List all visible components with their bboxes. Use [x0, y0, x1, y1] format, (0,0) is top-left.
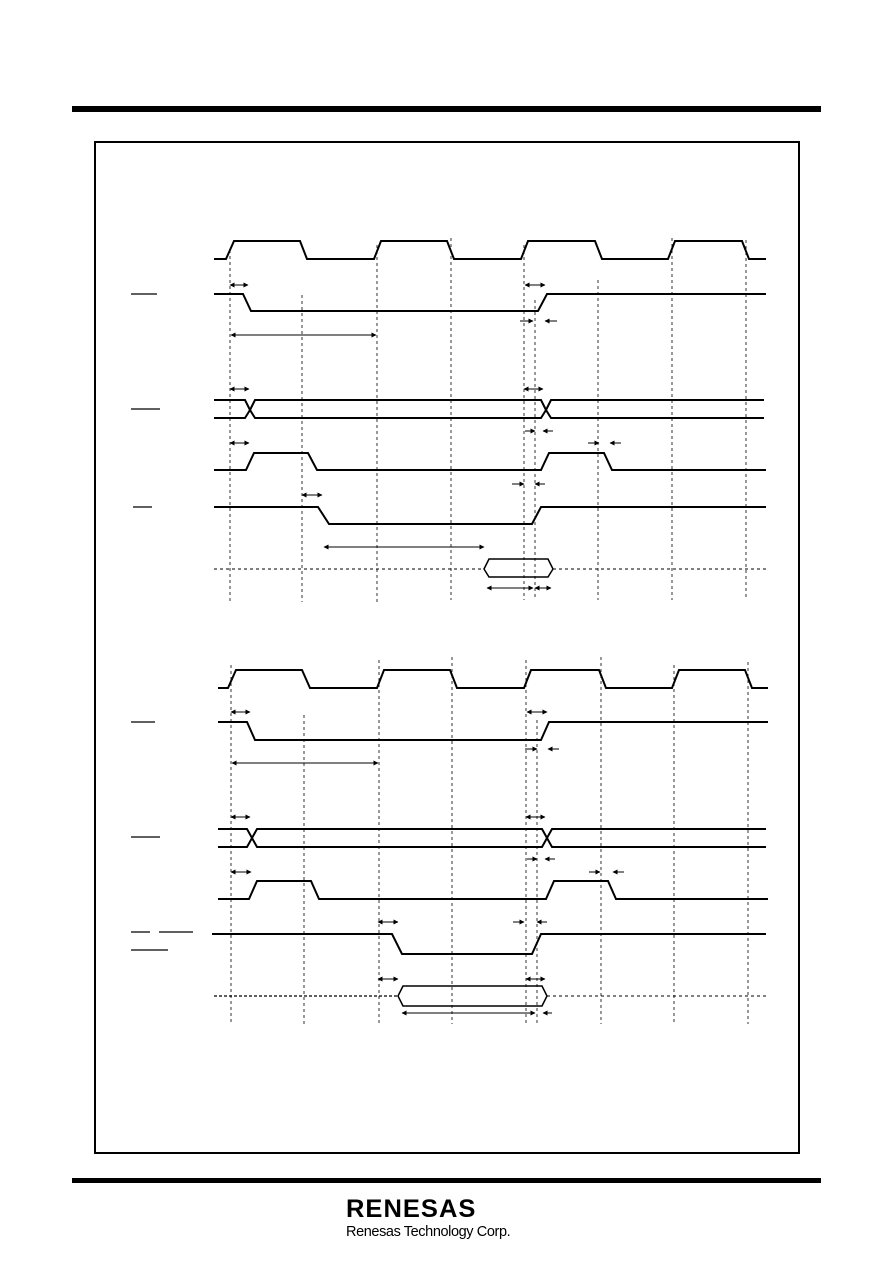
footer-rule — [72, 1178, 821, 1183]
clock-waveform-1 — [214, 240, 766, 260]
timing-arrows-2 — [230, 709, 624, 1016]
timing-diagram-1 — [131, 238, 766, 602]
signal-4b-overbars — [131, 931, 193, 951]
signal-2-bus-waveform — [214, 399, 764, 419]
timing-arrows-1 — [229, 282, 621, 591]
signal-3b-waveform — [218, 880, 768, 900]
renesas-logo-mark: RENESAS — [346, 1195, 477, 1223]
signal-3-waveform — [214, 452, 766, 471]
signal-2b-bus-waveform — [218, 828, 766, 848]
data-bus-waveform-1 — [214, 558, 766, 578]
guide-lines-2 — [230, 657, 749, 1024]
timing-diagram-2 — [131, 657, 768, 1024]
signal-4-waveform — [214, 506, 766, 525]
clock-waveform-2 — [218, 669, 768, 689]
guide-lines-1 — [229, 238, 747, 602]
signal-1-waveform — [214, 293, 766, 312]
company-name: Renesas Technology Corp. — [346, 1224, 511, 1240]
company-logo: RENESAS Renesas Technology Corp. — [346, 1196, 542, 1240]
header-rule — [72, 106, 821, 112]
signal-1b-waveform — [218, 721, 768, 741]
signal-4b-waveform — [212, 933, 766, 955]
timing-diagram-frame — [94, 141, 800, 1154]
data-bus-waveform-2 — [214, 985, 768, 1007]
